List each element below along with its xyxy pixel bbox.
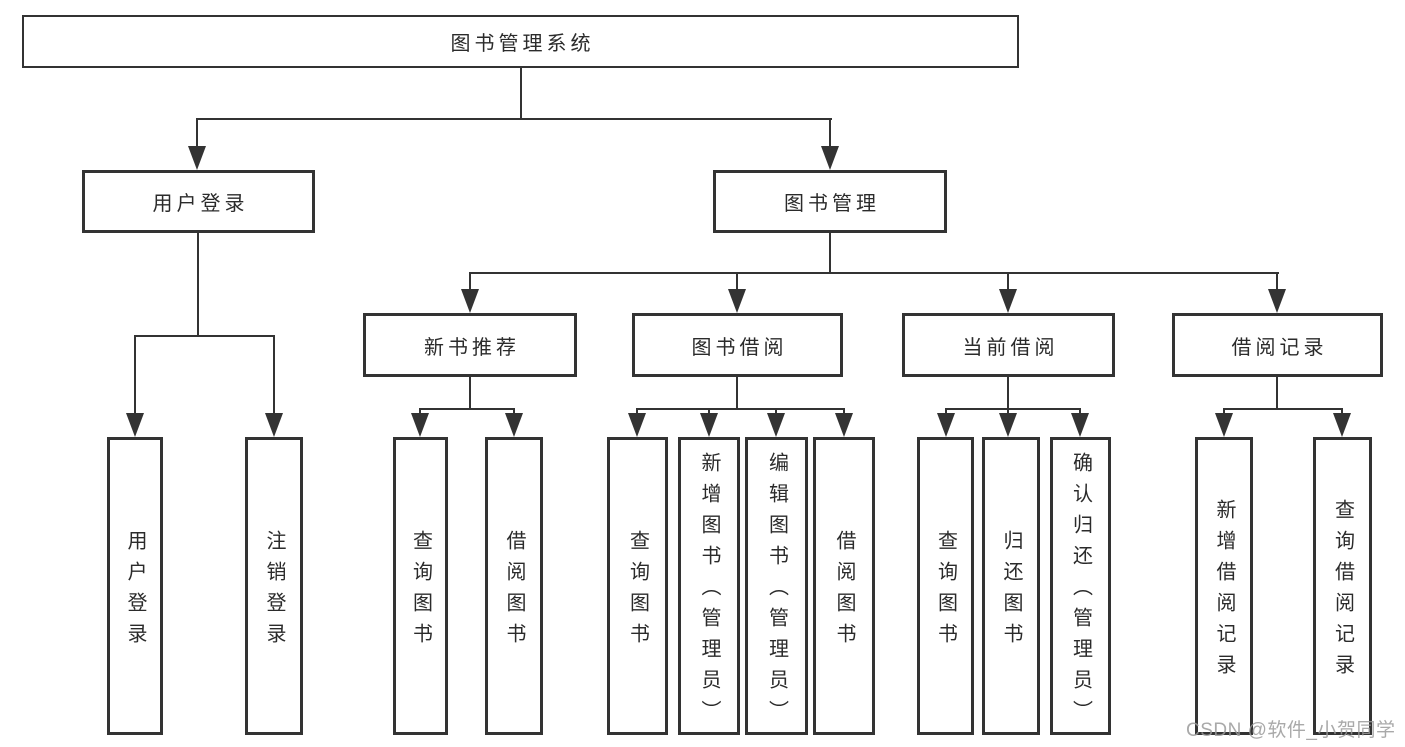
node-borrowing-records-label: 借阅记录 bbox=[1231, 336, 1328, 359]
node-book-management: 图书管理 bbox=[713, 170, 947, 233]
leaf-return-books: 归还图书 bbox=[982, 437, 1040, 735]
leaf-confirm-return-admin: 确认归还（管理员） bbox=[1050, 437, 1111, 735]
connector-line bbox=[736, 272, 739, 292]
connector-line bbox=[636, 408, 845, 411]
leaf-logout-label: 注销登录 bbox=[263, 529, 285, 654]
connector-line bbox=[843, 408, 846, 416]
connector-line bbox=[134, 335, 137, 415]
connector-line bbox=[708, 408, 711, 416]
node-book-borrowing: 图书借阅 bbox=[632, 313, 843, 377]
connector-line bbox=[197, 233, 200, 335]
connector-line bbox=[1276, 272, 1279, 292]
leaf-add-books-admin: 新增图书（管理员） bbox=[678, 437, 740, 735]
arrow-down-icon bbox=[1268, 289, 1286, 313]
connector-line bbox=[1223, 408, 1226, 416]
connector-line bbox=[419, 408, 515, 411]
arrow-down-icon bbox=[461, 289, 479, 313]
leaf-query-borrow-record-label: 查询借阅记录 bbox=[1331, 498, 1354, 685]
leaf-edit-books-admin-label: 编辑图书（管理员） bbox=[765, 452, 788, 731]
leaf-query-books-current-label: 查询图书 bbox=[934, 529, 957, 654]
connector-line bbox=[273, 335, 276, 415]
node-current-borrowing-label: 当前借阅 bbox=[962, 336, 1059, 359]
connector-line bbox=[636, 408, 639, 416]
connector-line bbox=[1007, 377, 1010, 408]
node-user-login: 用户登录 bbox=[82, 170, 315, 233]
arrow-down-icon bbox=[1333, 413, 1351, 437]
arrow-down-icon bbox=[728, 289, 746, 313]
leaf-confirm-return-admin-label: 确认归还（管理员） bbox=[1069, 452, 1092, 731]
connector-line bbox=[829, 233, 832, 272]
connector-line bbox=[829, 118, 832, 148]
arrow-down-icon bbox=[126, 413, 144, 437]
leaf-return-books-label: 归还图书 bbox=[1000, 529, 1022, 654]
connector-line bbox=[134, 335, 275, 338]
leaf-edit-books-admin: 编辑图书（管理员） bbox=[745, 437, 808, 735]
node-library-system: 图书管理系统 bbox=[22, 15, 1019, 68]
connector-line bbox=[469, 272, 472, 292]
arrow-down-icon bbox=[937, 413, 955, 437]
node-library-system-label: 图书管理系统 bbox=[450, 33, 595, 55]
connector-line bbox=[469, 377, 472, 408]
connector-line bbox=[736, 377, 739, 408]
leaf-query-books-recommend-label: 查询图书 bbox=[409, 529, 432, 654]
node-user-login-label: 用户登录 bbox=[152, 193, 249, 215]
connector-line bbox=[513, 408, 516, 416]
leaf-query-books-current: 查询图书 bbox=[917, 437, 974, 735]
leaf-user-login: 用户登录 bbox=[107, 437, 163, 735]
arrow-down-icon bbox=[411, 413, 429, 437]
connector-line bbox=[520, 68, 523, 118]
leaf-user-login-label: 用户登录 bbox=[124, 529, 146, 654]
connector-line bbox=[419, 408, 422, 416]
leaf-borrow-books-recommend-label: 借阅图书 bbox=[503, 529, 525, 654]
arrow-down-icon bbox=[821, 146, 839, 170]
leaf-borrow-books-recommend: 借阅图书 bbox=[485, 437, 543, 735]
arrow-down-icon bbox=[628, 413, 646, 437]
node-book-management-label: 图书管理 bbox=[784, 193, 880, 215]
leaf-query-books-borrowing-label: 查询图书 bbox=[626, 529, 649, 654]
connector-line bbox=[196, 118, 199, 148]
connector-line bbox=[1276, 377, 1279, 408]
connector-line bbox=[775, 408, 778, 416]
connector-line bbox=[945, 408, 1081, 411]
node-new-book-recommend: 新书推荐 bbox=[363, 313, 577, 377]
connector-line bbox=[196, 118, 832, 121]
connector-line bbox=[1223, 408, 1343, 411]
node-book-borrowing-label: 图书借阅 bbox=[691, 336, 788, 359]
connector-line bbox=[469, 272, 1279, 275]
watermark: CSDN @软件_小贺同学 bbox=[1186, 720, 1396, 741]
connector-line bbox=[945, 408, 948, 416]
arrow-down-icon bbox=[767, 413, 785, 437]
connector-line bbox=[1007, 272, 1010, 292]
arrow-down-icon bbox=[265, 413, 283, 437]
arrow-down-icon bbox=[700, 413, 718, 437]
arrow-down-icon bbox=[188, 146, 206, 170]
leaf-borrow-books: 借阅图书 bbox=[813, 437, 875, 735]
leaf-logout: 注销登录 bbox=[245, 437, 303, 735]
connector-line bbox=[1007, 408, 1010, 416]
node-current-borrowing: 当前借阅 bbox=[902, 313, 1115, 377]
arrow-down-icon bbox=[505, 413, 523, 437]
leaf-add-borrow-record-label: 新增借阅记录 bbox=[1213, 498, 1235, 685]
connector-line bbox=[1341, 408, 1344, 416]
leaf-add-borrow-record: 新增借阅记录 bbox=[1195, 437, 1253, 735]
arrow-down-icon bbox=[1215, 413, 1233, 437]
leaf-borrow-books-label: 借阅图书 bbox=[833, 529, 855, 654]
arrow-down-icon bbox=[835, 413, 853, 437]
leaf-query-books-borrowing: 查询图书 bbox=[607, 437, 668, 735]
node-borrowing-records: 借阅记录 bbox=[1172, 313, 1383, 377]
leaf-add-books-admin-label: 新增图书（管理员） bbox=[698, 452, 720, 731]
leaf-query-borrow-record: 查询借阅记录 bbox=[1313, 437, 1372, 735]
leaf-query-books-recommend: 查询图书 bbox=[393, 437, 448, 735]
connector-line bbox=[1079, 408, 1082, 416]
arrow-down-icon bbox=[999, 413, 1017, 437]
node-new-book-recommend-label: 新书推荐 bbox=[424, 336, 520, 359]
arrow-down-icon bbox=[1071, 413, 1089, 437]
arrow-down-icon bbox=[999, 289, 1017, 313]
